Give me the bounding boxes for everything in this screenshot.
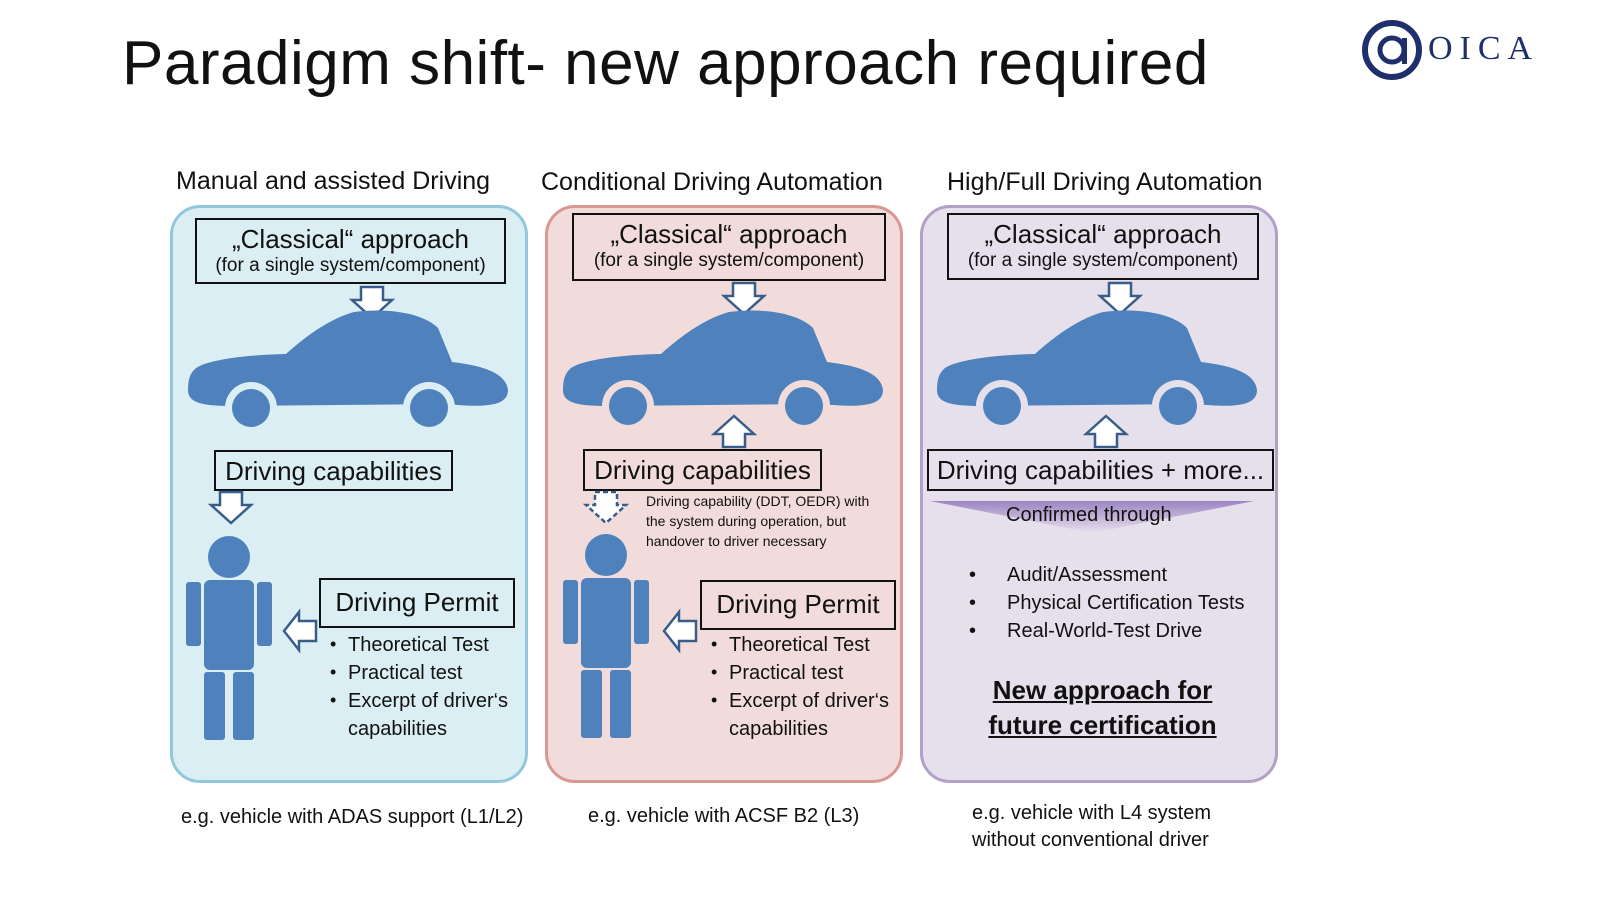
car-icon (937, 310, 1257, 432)
classical-approach-label: „Classical“ approach (610, 219, 848, 249)
arrow-down-icon (1096, 281, 1144, 316)
driving-permit-box: Driving Permit (700, 580, 896, 630)
driver-person-icon (186, 536, 272, 740)
caption-manual: e.g. vehicle with ADAS support (L1/L2) (181, 806, 524, 828)
list-item: Theoretical Test (330, 630, 530, 659)
funnel-arrow-icon (930, 501, 1254, 533)
driving-capabilities-box: Driving capabilities (214, 450, 453, 491)
confirmation-list: Audit/Assessment Physical Certification … (969, 561, 1245, 645)
handover-note-line: handover to driver necessary (646, 533, 827, 549)
classical-approach-sublabel: (for a single system/component) (215, 255, 486, 276)
handover-note-line: the system during operation, but (646, 513, 847, 529)
new-approach-heading: New approach for future certification (960, 673, 1245, 743)
classical-approach-box: „Classical“ approach (for a single syste… (572, 213, 886, 281)
classical-approach-sublabel: (for a single system/component) (967, 250, 1239, 271)
arrow-left-icon (282, 608, 318, 654)
list-item: Audit/Assessment (969, 561, 1245, 589)
caption-line: without conventional driver (972, 829, 1209, 851)
arrow-down-icon (348, 285, 396, 320)
list-item: Real-World-Test Drive (969, 617, 1245, 645)
driver-person-icon (563, 534, 649, 738)
handover-note: Driving capability (DDT, OEDR) with the … (646, 491, 869, 551)
list-item: Practical test (711, 658, 906, 687)
classical-approach-label: „Classical“ approach (984, 219, 1222, 249)
list-item: Physical Certification Tests (969, 589, 1245, 617)
driving-capabilities-plus-box: Driving capabilities + more... (927, 449, 1274, 491)
arrow-up-icon (710, 414, 758, 449)
new-approach-line: New approach for (992, 675, 1213, 705)
classical-approach-box: „Classical“ approach (for a single syste… (195, 218, 506, 284)
list-item: Practical test (330, 658, 530, 687)
car-icon (188, 310, 508, 434)
arrow-left-icon (662, 608, 698, 654)
arrow-down-icon (207, 490, 255, 525)
driving-capabilities-box: Driving capabilities (583, 449, 822, 491)
column-heading-high-full: High/Full Driving Automation (947, 168, 1263, 196)
classical-approach-label: „Classical“ approach (232, 224, 469, 254)
arrow-up-icon (1082, 414, 1130, 449)
list-item: Theoretical Test (711, 630, 906, 659)
confirmed-through-label: Confirmed through (1006, 504, 1172, 526)
new-approach-line: future certification (988, 710, 1217, 740)
permit-list: Theoretical Test Practical test Excerpt … (330, 630, 530, 743)
car-icon (563, 310, 883, 432)
oica-logo (1362, 20, 1422, 80)
list-item: Excerpt of driver‘s capabilities (330, 686, 530, 743)
list-item: Excerpt of driver‘s capabilities (711, 686, 906, 743)
caption-high-full: e.g. vehicle with L4 system without conv… (972, 800, 1211, 854)
caption-conditional: e.g. vehicle with ACSF B2 (L3) (588, 805, 860, 827)
logo-text: OICA (1428, 30, 1540, 67)
driving-permit-box: Driving Permit (319, 578, 515, 628)
column-heading-manual: Manual and assisted Driving (176, 167, 491, 195)
caption-line: e.g. vehicle with L4 system (972, 802, 1211, 824)
panel-high-full (920, 205, 1278, 783)
permit-list: Theoretical Test Practical test Excerpt … (711, 630, 906, 743)
arrow-down-icon (720, 281, 768, 316)
column-heading-conditional: Conditional Driving Automation (541, 168, 883, 196)
slide-title: Paradigm shift- new approach required (122, 29, 1209, 98)
handover-note-line: Driving capability (DDT, OEDR) with (646, 493, 870, 509)
dashed-arrow-down-icon (582, 490, 630, 525)
classical-approach-box: „Classical“ approach (for a single syste… (947, 213, 1259, 280)
classical-approach-sublabel: (for a single system/component) (593, 250, 865, 271)
